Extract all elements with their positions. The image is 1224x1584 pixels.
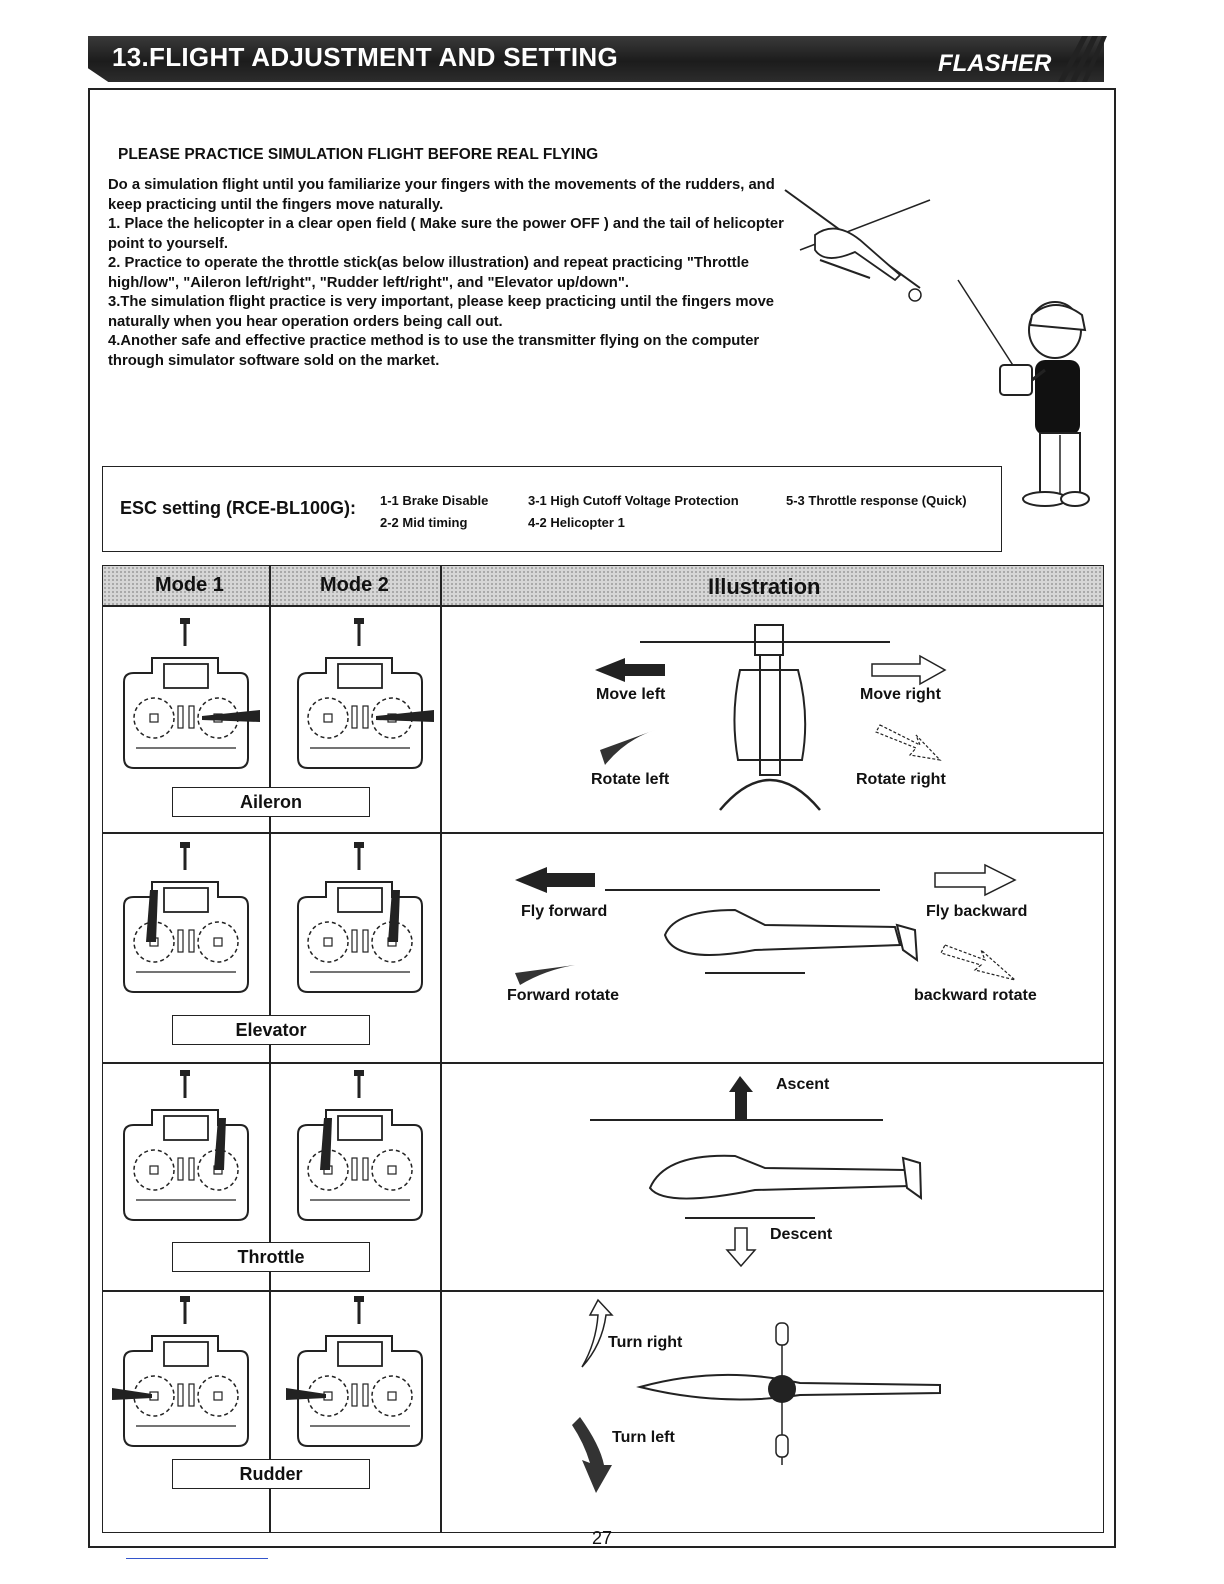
label-backward-rotate: backward rotate [914, 987, 1037, 1004]
throttle-illustration [590, 1076, 923, 1268]
esc-item: 4-2 Helicopter 1 [528, 515, 625, 530]
control-label-throttle: Throttle [172, 1242, 370, 1272]
esc-item: 1-1 Brake Disable [380, 493, 489, 508]
transmitter-mode2-rudder [286, 1296, 424, 1448]
table-divider [269, 565, 271, 1533]
label-move-right: Move right [860, 686, 941, 703]
step-4: 4.Another safe and effective practice me… [108, 333, 760, 369]
helicopter-illustration [784, 189, 931, 302]
header-mode1: Mode 1 [155, 574, 224, 596]
header-cell-mode2 [271, 566, 440, 605]
transmitter-mode2-aileron [296, 618, 434, 770]
label-descent: Descent [770, 1226, 833, 1243]
label-ascent: Ascent [776, 1076, 830, 1093]
esc-item: 3-1 High Cutoff Voltage Protection [528, 493, 739, 508]
step-3: 3.The simulation flight practice is very… [108, 294, 775, 330]
header-illustration: Illustration [708, 574, 821, 599]
label-move-left: Move left [596, 686, 666, 703]
esc-item: 2-2 Mid timing [380, 515, 468, 530]
page-title: 13.FLIGHT ADJUSTMENT AND SETTING [112, 42, 619, 72]
page-number: 27 [592, 1528, 613, 1548]
label-fly-backward: Fly backward [926, 903, 1028, 920]
transmitter-mode1-throttle [122, 1070, 250, 1222]
control-label-aileron: Aileron [172, 787, 370, 817]
esc-setting-box [102, 466, 1002, 552]
table-divider [102, 1290, 1104, 1292]
content-frame [88, 88, 1116, 1548]
control-label-rudder: Rudder [172, 1459, 370, 1489]
rudder-illustration [572, 1298, 941, 1493]
step-1: 1. Place the helicopter in a clear open … [108, 216, 784, 252]
table-divider [102, 605, 1104, 607]
header-cell-mode1 [103, 566, 269, 605]
aileron-illustration [595, 624, 947, 811]
control-label-elevator: Elevator [172, 1015, 370, 1045]
esc-label: ESC setting (RCE-BL100G): [120, 498, 357, 518]
table-divider [102, 832, 1104, 834]
label-turn-right: Turn right [608, 1334, 683, 1351]
mode-table [102, 565, 1104, 1533]
transmitter-mode1-rudder [112, 1296, 250, 1448]
transmitter-mode1-aileron [122, 618, 260, 770]
label-rotate-right: Rotate right [856, 771, 946, 788]
label-fly-forward: Fly forward [521, 903, 608, 920]
step-2: 2. Practice to operate the throttle stic… [108, 255, 749, 291]
intro-paragraph: Do a simulation flight until you familia… [108, 177, 775, 213]
table-divider [440, 565, 442, 1533]
esc-item: 5-3 Throttle response (Quick) [786, 493, 967, 508]
header-band [88, 36, 1104, 82]
transmitter-mode2-throttle [296, 1070, 424, 1222]
elevator-illustration [515, 863, 1017, 985]
transmitter-mode1-elevator [122, 842, 250, 994]
header-mode2: Mode 2 [320, 574, 389, 596]
header-cell-illustration [442, 566, 1103, 605]
label-turn-left: Turn left [612, 1429, 675, 1446]
section-heading: PLEASE PRACTICE SIMULATION FLIGHT BEFORE… [118, 146, 599, 163]
slash-marks-icon [1058, 36, 1107, 82]
label-forward-rotate: Forward rotate [507, 987, 620, 1004]
transmitter-mode2-elevator [296, 842, 424, 994]
table-divider [102, 1062, 1104, 1064]
pilot-figure [957, 279, 1090, 507]
brand-label: FLASHER [938, 50, 1052, 77]
label-rotate-left: Rotate left [591, 771, 670, 788]
footer-rule [126, 1558, 268, 1559]
